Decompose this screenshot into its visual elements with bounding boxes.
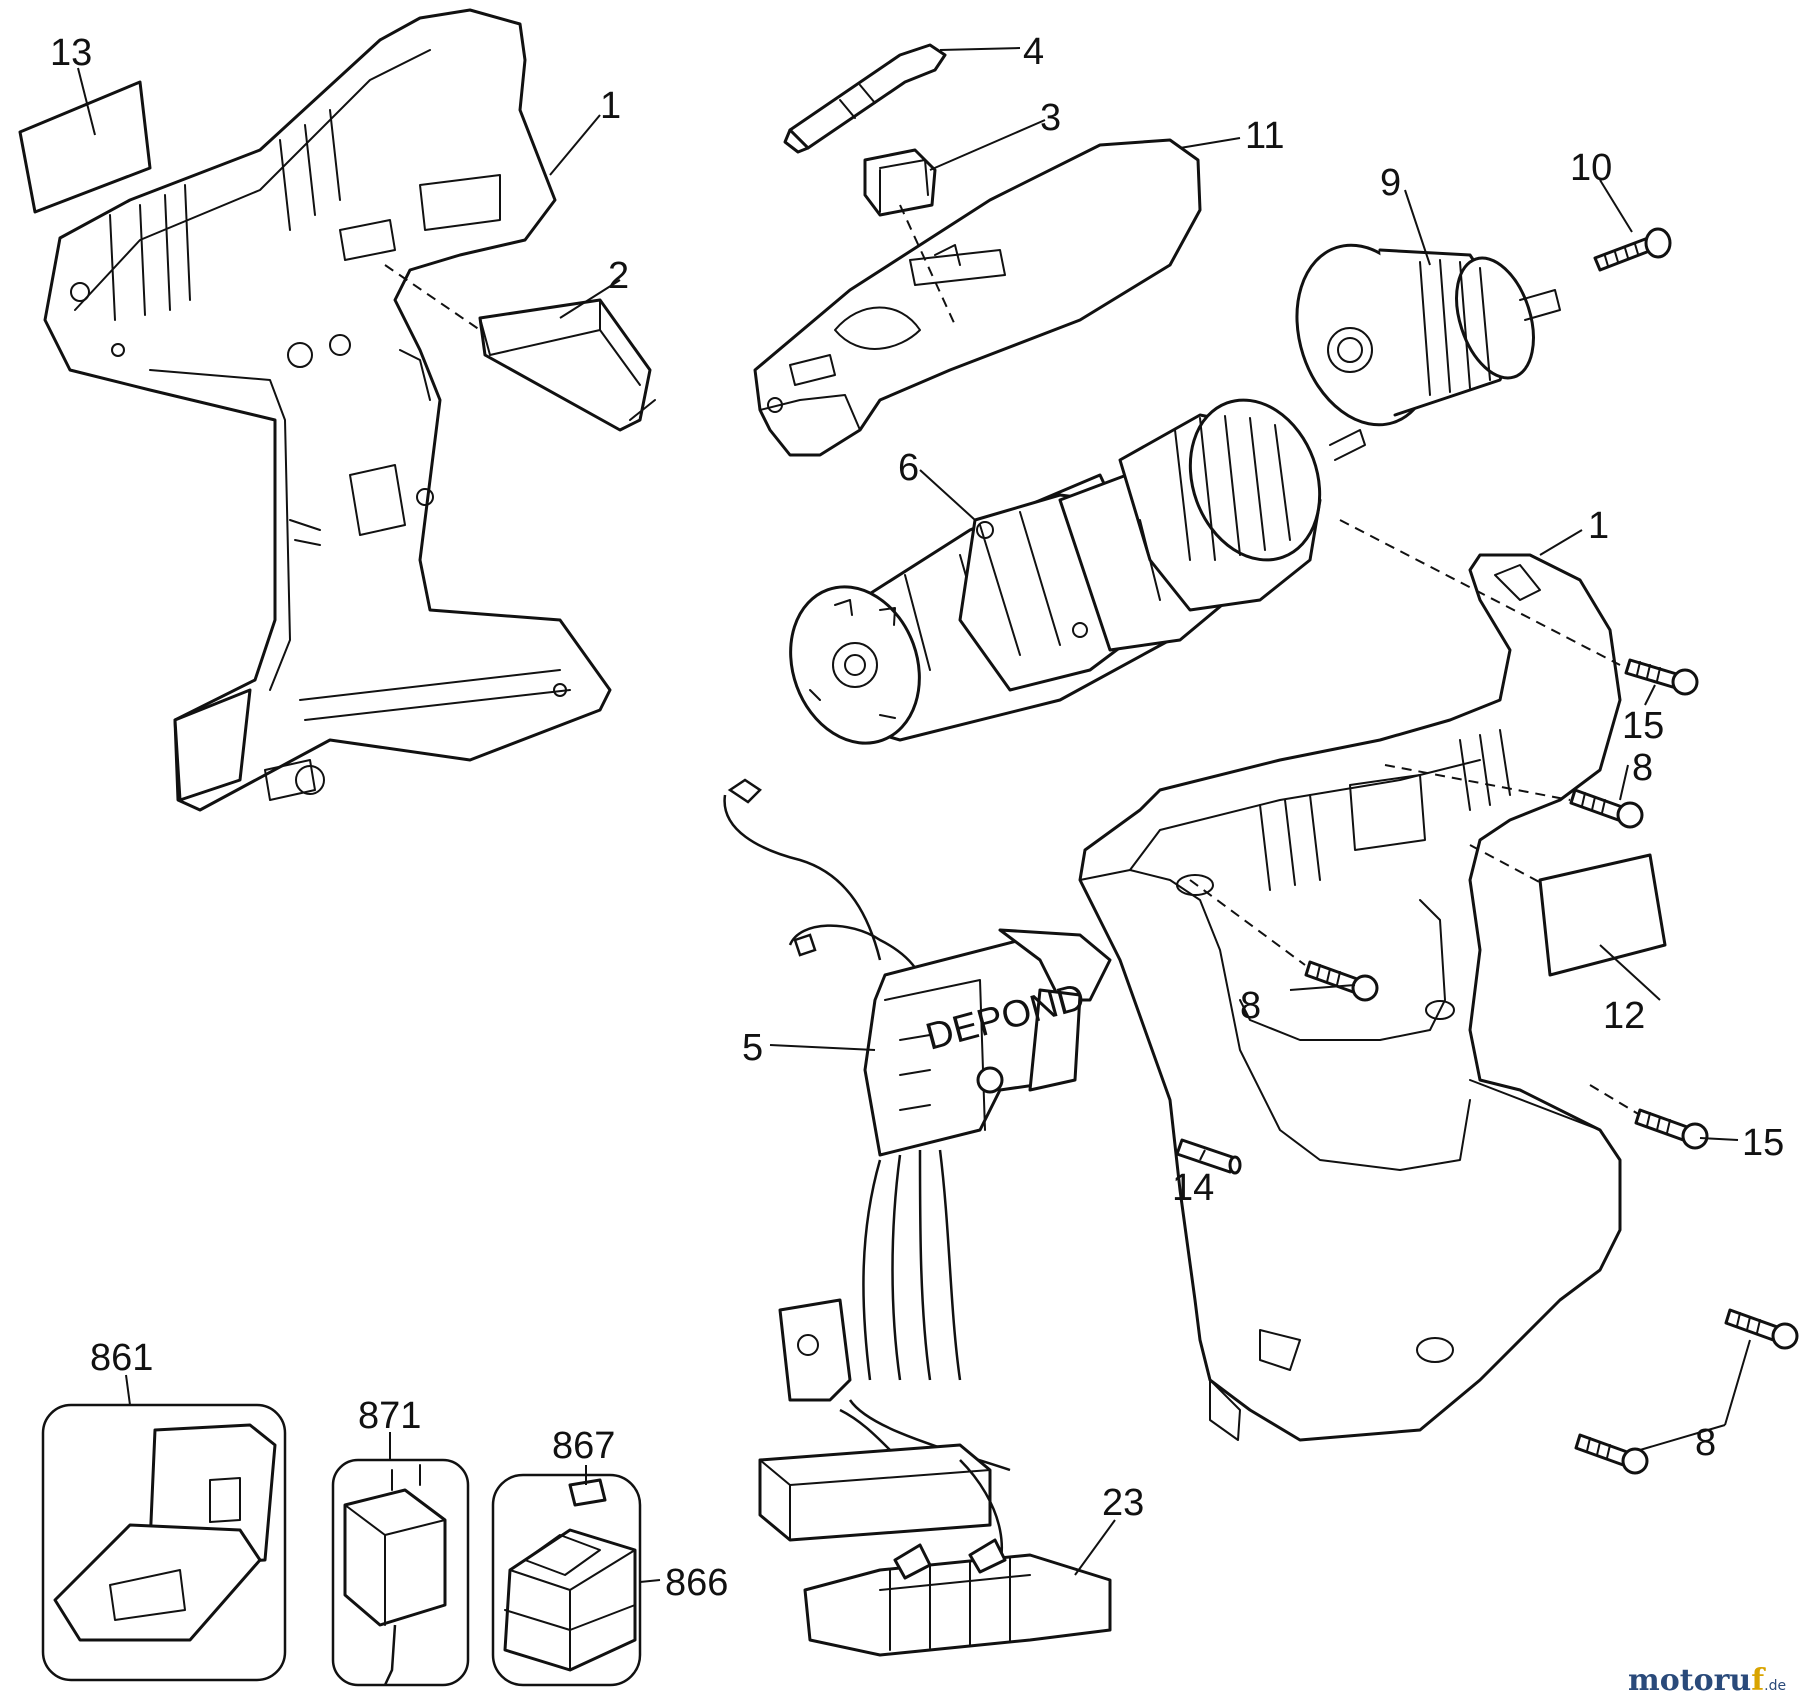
part-12-label-plate [1538, 853, 1667, 977]
callout-8-upper: 8 [1632, 747, 1653, 789]
part-2-forward-reverse-slider [478, 298, 656, 432]
callout-866: 866 [665, 1562, 728, 1604]
part-11-top-cover [753, 138, 1202, 457]
callout-3: 3 [1040, 97, 1061, 139]
screw-15-upper [1624, 658, 1699, 696]
callout-6: 6 [898, 447, 919, 489]
callout-14: 14 [1172, 1167, 1214, 1209]
callout-867: 867 [552, 1425, 615, 1467]
screw-15-lower [1634, 1108, 1709, 1150]
part-13-label-plate [18, 80, 152, 214]
assembly-dashed-lines [384, 204, 1641, 1116]
screw-8-lower-left [1574, 1433, 1649, 1475]
callout-4: 4 [1023, 31, 1044, 73]
callout-2: 2 [608, 255, 629, 297]
part-6-motor-gearbox [789, 398, 1366, 745]
callout-15-lower: 15 [1742, 1122, 1784, 1164]
part-14-pin [1175, 1138, 1242, 1175]
callout-5: 5 [742, 1027, 763, 1069]
callout-9: 9 [1380, 162, 1401, 204]
watermark-logo: motoruf.de [1628, 1663, 1786, 1698]
callout-871: 871 [358, 1395, 421, 1437]
watermark-brand-accent: f [1751, 1663, 1766, 1698]
part-4-double-ended-bit [783, 43, 947, 154]
callout-10: 10 [1570, 147, 1612, 189]
part-23-terminal-block [803, 1538, 1112, 1657]
kit-panel-861-carrying-case [41, 1403, 287, 1682]
callout-8-lower: 8 [1695, 1422, 1716, 1464]
part-3-bit-holder-clip [863, 148, 937, 217]
screw-8-lower-right [1724, 1308, 1799, 1350]
callout-11: 11 [1245, 115, 1284, 157]
kit-panel-866-battery-pack [491, 1473, 642, 1687]
watermark-brand-start: motoru [1628, 1663, 1751, 1698]
part-9-keyless-chuck [1295, 243, 1561, 427]
part-10-chuck-screw [1593, 227, 1672, 272]
leader-lines [77, 47, 1751, 1583]
screw-8-upper [1569, 788, 1644, 829]
callout-8-middle: 8 [1240, 985, 1261, 1027]
callout-861: 861 [90, 1337, 153, 1379]
part-1-left-housing-half [43, 8, 612, 812]
part-1-right-housing-half [1078, 553, 1622, 1442]
callout-15-upper: 15 [1622, 705, 1664, 747]
svg-text:motoruf.de: motoruf.de [1628, 1663, 1786, 1698]
callout-labels: 13 1 2 4 3 11 9 10 6 1 15 8 8 12 5 15 14… [50, 31, 1784, 1604]
kit-panel-871-charger [331, 1458, 470, 1687]
callout-1-top: 1 [600, 85, 621, 127]
callout-1-right: 1 [1588, 505, 1609, 547]
callout-23: 23 [1102, 1482, 1144, 1524]
part-5-trigger-switch-wiring: DEPOND [723, 778, 1112, 1601]
callout-12: 12 [1603, 995, 1645, 1037]
callout-13: 13 [50, 32, 92, 74]
watermark-suffix: .de [1764, 1678, 1786, 1694]
